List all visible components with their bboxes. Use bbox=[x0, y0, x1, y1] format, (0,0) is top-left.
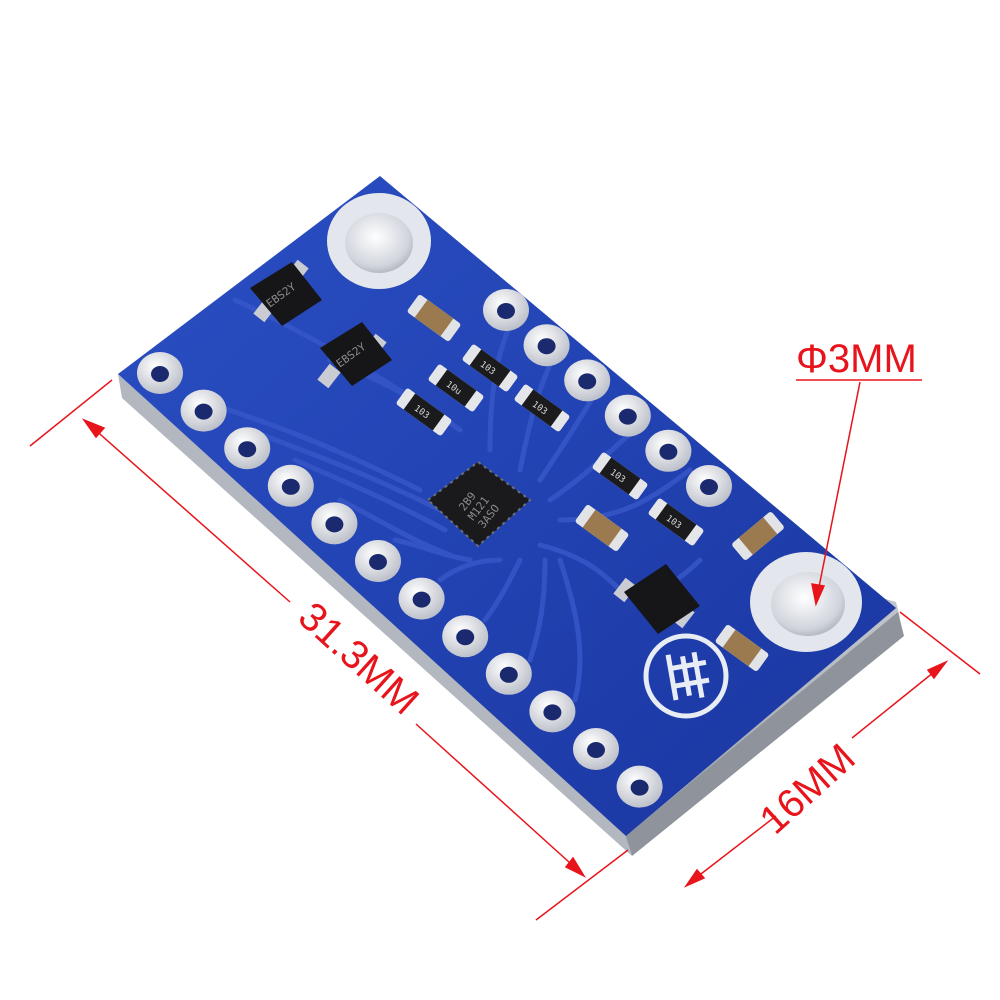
left-header-pad-11 bbox=[573, 728, 619, 770]
pin-header-left bbox=[137, 352, 663, 808]
right-header-pad-6 bbox=[686, 465, 732, 507]
length-dimension-line-b bbox=[415, 723, 581, 873]
extension-line-top-left bbox=[29, 379, 113, 447]
left-header-pad-8 bbox=[442, 615, 489, 658]
left-header-pad-7 bbox=[398, 577, 445, 620]
hole-leader-line bbox=[817, 381, 861, 593]
capacitor-2 bbox=[575, 505, 629, 551]
transistor-2: EBS2Y bbox=[317, 322, 392, 389]
transistor-3 bbox=[613, 564, 700, 634]
capacitor-1 bbox=[407, 295, 461, 341]
width-dimension-line-b bbox=[687, 815, 777, 885]
left-header-pad-1 bbox=[137, 352, 183, 394]
capacitor-4 bbox=[715, 625, 769, 671]
mosfet-symbol-logo-icon bbox=[643, 633, 729, 719]
resistor-2: 10u bbox=[428, 364, 484, 412]
dimension-length bbox=[29, 379, 629, 921]
width-dimension-line-a bbox=[851, 663, 945, 739]
resistor-6: 103 bbox=[648, 498, 704, 546]
left-header-pad-9 bbox=[485, 652, 532, 695]
hole-label: Φ3MM bbox=[796, 337, 917, 381]
arrow-head-top-left bbox=[81, 418, 106, 439]
left-header-pad-5 bbox=[311, 502, 358, 545]
resistor-1: 103 bbox=[462, 344, 518, 392]
pcb-board: 2B9 M121 3ASO EBS2Y EBS2Y bbox=[118, 176, 904, 856]
extension-line-bottom bbox=[535, 849, 629, 921]
right-header-pad-5 bbox=[645, 429, 692, 472]
arrow-head-hole bbox=[811, 583, 826, 607]
left-header-pad-3 bbox=[224, 427, 271, 470]
dimension-hole bbox=[796, 379, 922, 607]
right-header-pad-1 bbox=[483, 289, 529, 331]
length-dimension-line-a bbox=[83, 419, 291, 603]
resistor-3: 103 bbox=[396, 388, 452, 436]
mounting-hole-bottom bbox=[750, 552, 862, 652]
left-header-pad-12 bbox=[616, 765, 663, 808]
arrow-head-right bbox=[926, 660, 949, 680]
left-header-pad-10 bbox=[529, 690, 576, 733]
right-header-pad-3 bbox=[564, 359, 611, 402]
pcb-side-right bbox=[626, 612, 904, 856]
width-label: 16MM bbox=[752, 736, 864, 843]
transistor-1: EBS2Y bbox=[250, 259, 322, 326]
resistor-4: 103 bbox=[514, 384, 570, 432]
main-chip: 2B9 M121 3ASO bbox=[426, 460, 532, 548]
mounting-hole-top bbox=[327, 193, 431, 289]
left-header-pad-4 bbox=[267, 464, 314, 507]
dimension-width bbox=[683, 611, 981, 888]
right-header-pad-4 bbox=[604, 394, 651, 437]
resistor-5: 103 bbox=[592, 452, 648, 500]
right-header-pad-2 bbox=[523, 324, 570, 367]
arrow-head-lower bbox=[683, 868, 706, 888]
arrow-head-bottom bbox=[564, 856, 587, 878]
pin-header-right bbox=[483, 289, 732, 507]
extension-line-right bbox=[899, 611, 981, 675]
left-header-pad-6 bbox=[355, 540, 401, 582]
pcb-side-left bbox=[118, 374, 632, 856]
left-header-pad-2 bbox=[180, 389, 227, 432]
capacitor-3 bbox=[732, 512, 784, 560]
